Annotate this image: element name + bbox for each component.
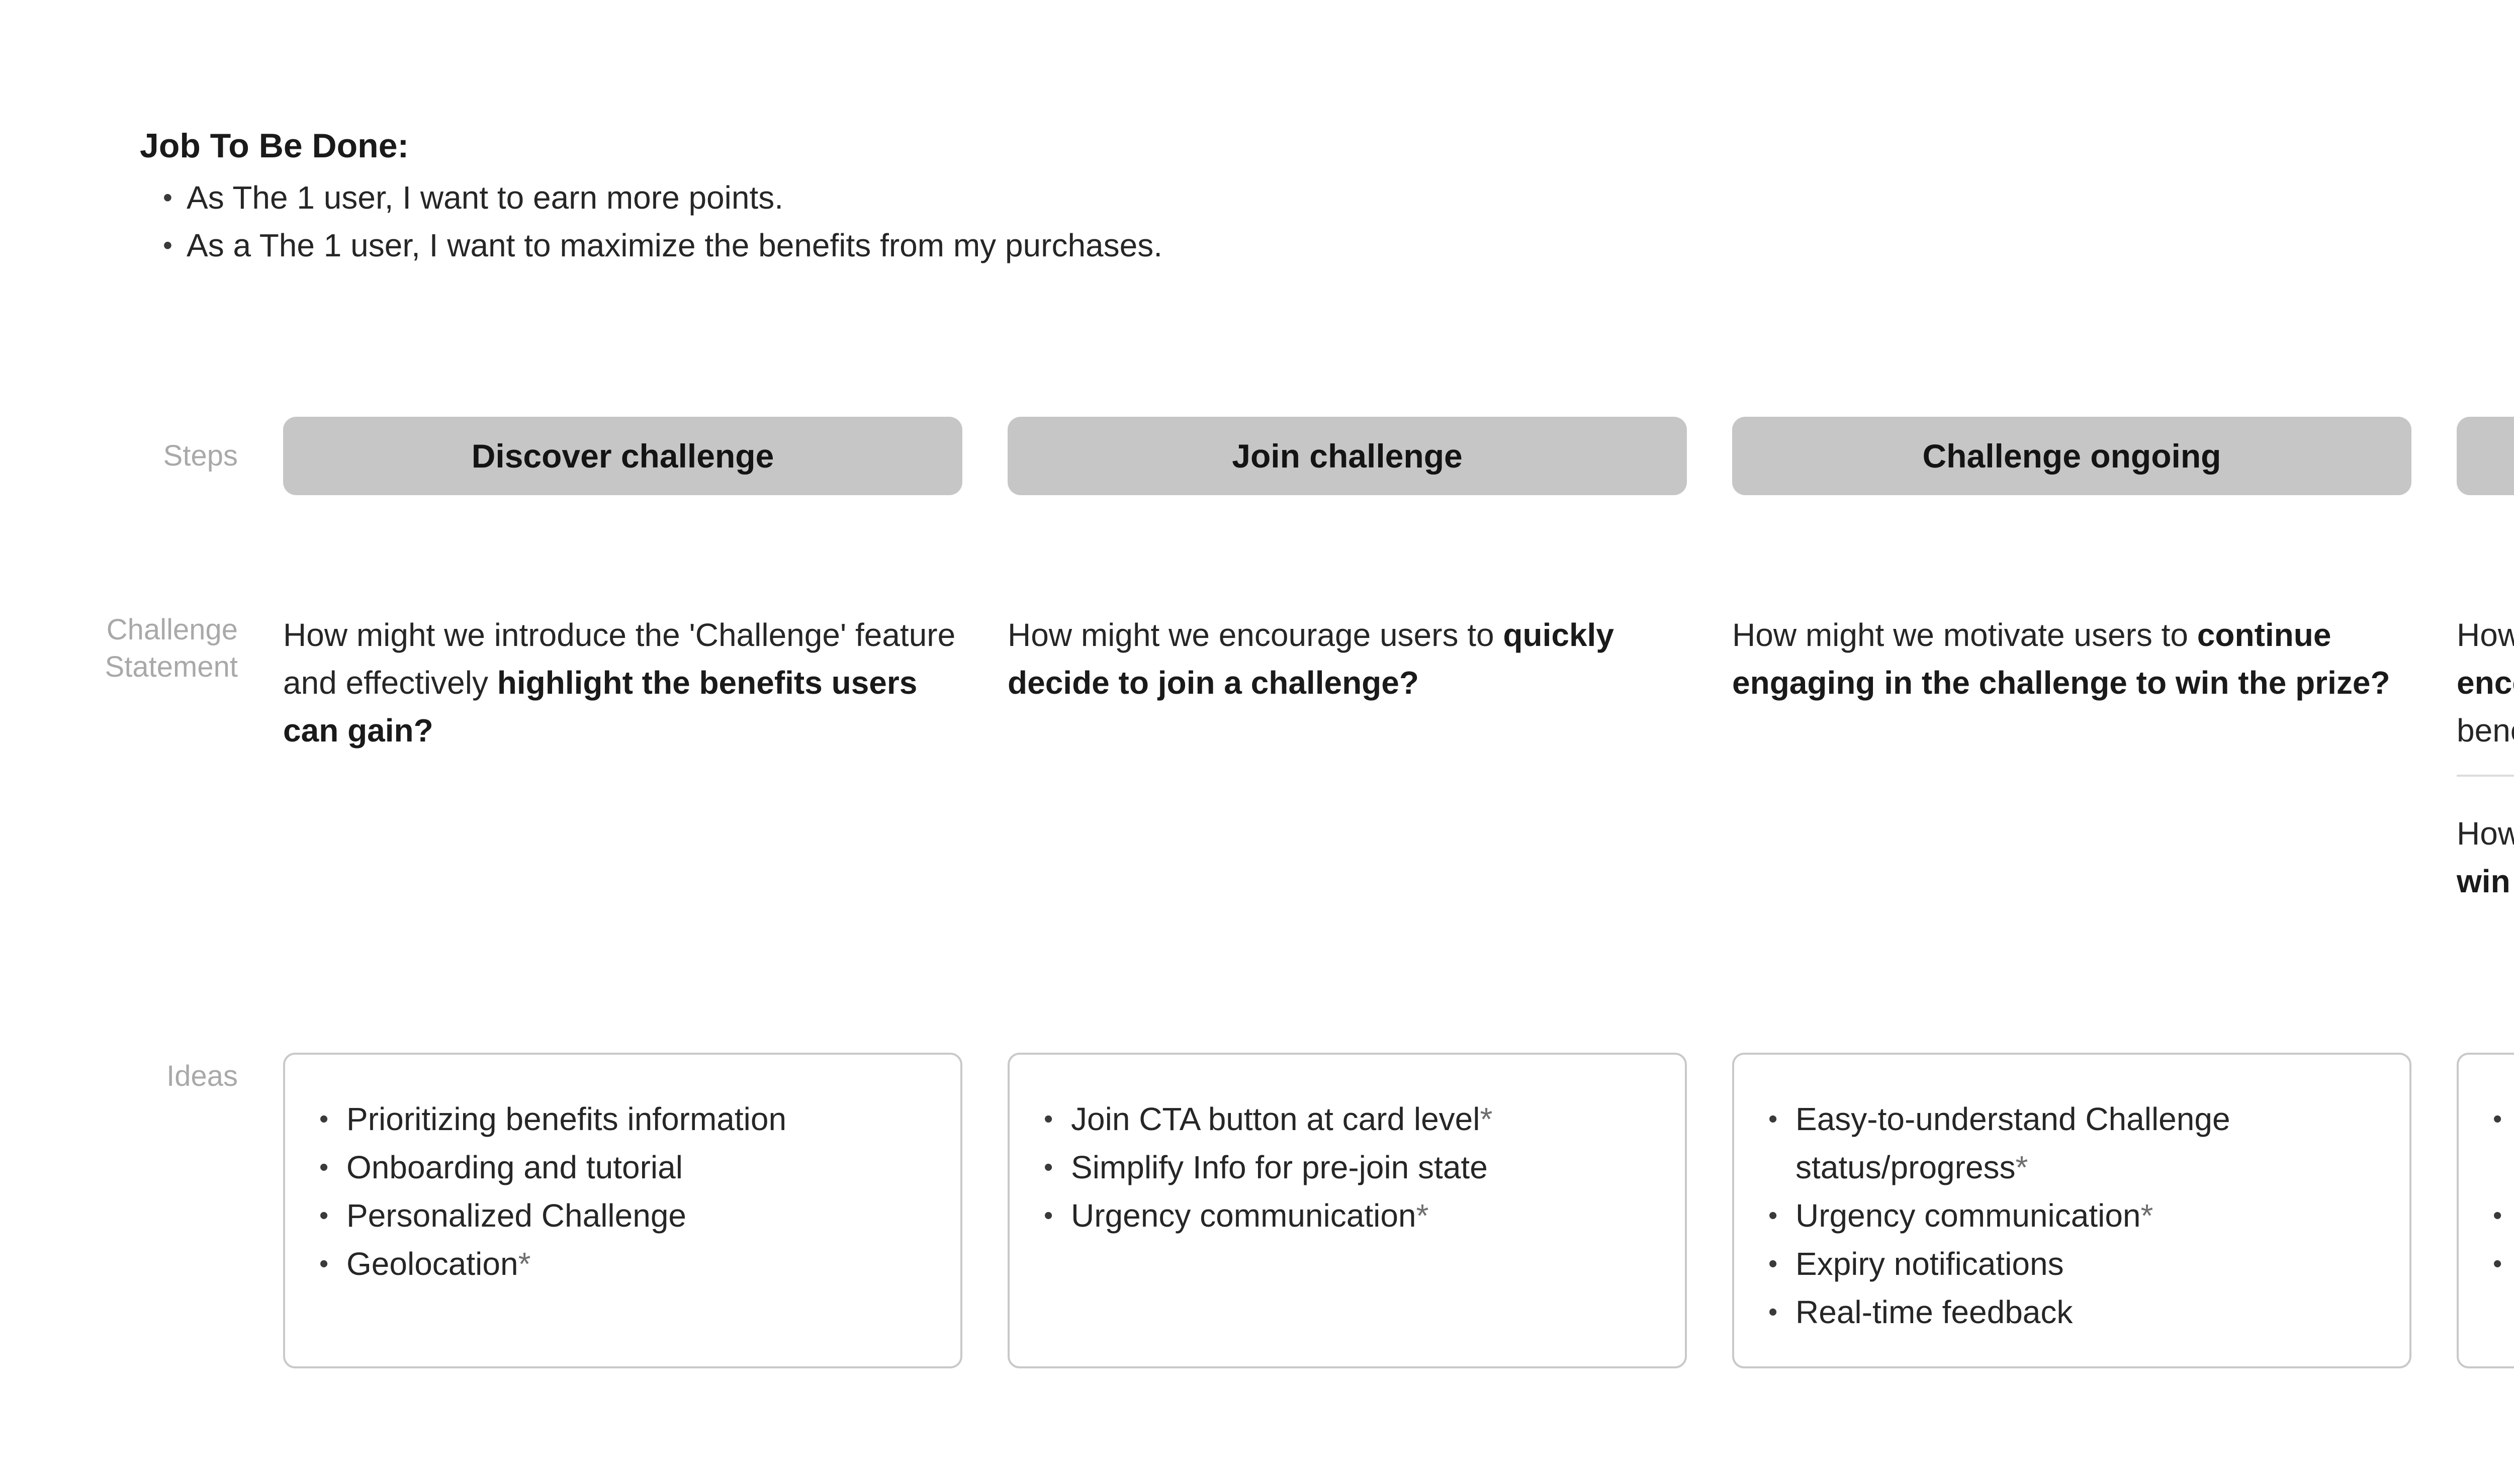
job-to-be-done-list: As The 1 user, I want to earn more point… bbox=[140, 174, 1162, 269]
statement-text-segment: continue engaging in the challenge to wi… bbox=[1732, 617, 2390, 701]
challenge-statement: How might we introduce the 'Challenge' f… bbox=[283, 611, 962, 755]
statement-text-segment: How might we motivate users to bbox=[1732, 617, 2197, 653]
idea-item: Personalized Challenge bbox=[317, 1191, 925, 1240]
idea-item: Congratulations message with prize value… bbox=[2491, 1095, 2514, 1191]
challenge-statement: How might we motivate users who did not … bbox=[2457, 810, 2514, 905]
ideas-box: Join CTA button at card level*Simplify I… bbox=[1008, 1053, 1687, 1368]
ideas-box: Congratulations message with prize value… bbox=[2457, 1053, 2514, 1368]
challenge-statement-row-label: Challenge Statement bbox=[0, 611, 238, 686]
statement-text-segment: How might we bbox=[2457, 815, 2514, 852]
idea-item: Urgency communication* bbox=[1042, 1191, 1650, 1240]
challenge-statement-row: Challenge Statement How might we introdu… bbox=[0, 611, 2514, 905]
idea-item: Expiry notifications bbox=[1766, 1240, 2374, 1288]
idea-text: Geolocation bbox=[346, 1246, 518, 1282]
step-box: Discover challenge bbox=[283, 417, 962, 495]
idea-text: Easy-to-understand Challenge status/prog… bbox=[1795, 1101, 2230, 1185]
challenge-statement-cell: How might we motivate users to continue … bbox=[1732, 611, 2411, 707]
job-to-be-done-section: Job To Be Done: As The 1 user, I want to… bbox=[140, 121, 1162, 269]
challenge-statement-cell: How might we encourage users to quickly … bbox=[1008, 611, 1687, 707]
asterisk-marker: * bbox=[1480, 1101, 1493, 1137]
statement-text-segment: quickly decide to join a challenge? bbox=[1008, 617, 1614, 701]
idea-text: Real-time feedback bbox=[1795, 1294, 2073, 1330]
job-to-be-done-title: Job To Be Done: bbox=[140, 127, 409, 165]
idea-text: Join CTA button at card level bbox=[1071, 1101, 1480, 1137]
idea-text: Simplify Info for pre-join state bbox=[1071, 1149, 1488, 1185]
idea-item: Simplify Info for pre-join state bbox=[1042, 1143, 1650, 1191]
idea-item: Onboarding and tutorial bbox=[317, 1143, 925, 1191]
statement-text-segment: to keep participating in future challeng… bbox=[2510, 863, 2514, 899]
ideas-box: Easy-to-understand Challenge status/prog… bbox=[1732, 1053, 2411, 1368]
statement-text-segment: highlight the benefits users can gain? bbox=[283, 665, 918, 749]
step-label: Challenge ongoing bbox=[1922, 437, 2221, 475]
job-to-be-done-item: As a The 1 user, I want to maximize the … bbox=[140, 222, 1162, 269]
idea-item: Join CTA button at card level* bbox=[1042, 1095, 1650, 1143]
challenge-statement-row-label-line1: Challenge bbox=[106, 613, 238, 646]
ideas-box: Prioritizing benefits informationOnboard… bbox=[283, 1053, 962, 1368]
ideas-list: Prioritizing benefits informationOnboard… bbox=[317, 1095, 925, 1288]
statement-text-segment: How might we encourage users to bbox=[1008, 617, 1503, 653]
statement-text-segment: How might we bbox=[2457, 617, 2514, 653]
idea-text: Onboarding and tutorial bbox=[346, 1149, 683, 1185]
challenge-statement-row-label-line2: Statement bbox=[105, 651, 238, 683]
idea-item: Urgency communication* bbox=[1766, 1191, 2374, 1240]
idea-item: Prioritizing benefits information bbox=[317, 1095, 925, 1143]
idea-item: Winnable challenge suggestions bbox=[2491, 1240, 2514, 1288]
challenge-statement-cell: How might we introduce the 'Challenge' f… bbox=[283, 611, 962, 755]
idea-text: Personalized Challenge bbox=[346, 1197, 686, 1234]
idea-item: Avatar development* bbox=[2491, 1191, 2514, 1240]
statement-divider bbox=[2457, 775, 2514, 777]
statement-text-segment: to show the challenge benefits? bbox=[2457, 712, 2514, 749]
challenge-statement: How might we highlight achievements and … bbox=[2457, 611, 2514, 755]
idea-text: Urgency communication bbox=[1795, 1197, 2141, 1234]
asterisk-marker: * bbox=[518, 1246, 531, 1282]
job-to-be-done-item: As The 1 user, I want to earn more point… bbox=[140, 174, 1162, 222]
ideas-list: Congratulations message with prize value… bbox=[2491, 1095, 2514, 1288]
ideas-list: Easy-to-understand Challenge status/prog… bbox=[1766, 1095, 2374, 1336]
asterisk-marker: * bbox=[2140, 1197, 2153, 1234]
idea-text: Prioritizing benefits information bbox=[346, 1101, 787, 1137]
challenge-statement: How might we encourage users to quickly … bbox=[1008, 611, 1687, 707]
ideas-row-label: Ideas bbox=[166, 1060, 238, 1092]
idea-text: Urgency communication bbox=[1071, 1197, 1416, 1234]
idea-text: Expiry notifications bbox=[1795, 1246, 2064, 1282]
steps-row-label: Steps bbox=[163, 439, 238, 472]
step-label: Discover challenge bbox=[471, 437, 774, 475]
challenge-statement-cell: How might we highlight achievements and … bbox=[2457, 611, 2514, 905]
statement-text-segment: highlight achievements and encourage pri… bbox=[2457, 665, 2514, 701]
step-box: Join challenge bbox=[1008, 417, 1687, 495]
idea-item: Easy-to-understand Challenge status/prog… bbox=[1766, 1095, 2374, 1191]
statement-text-segment: How might we introduce the 'Challenge' f… bbox=[283, 617, 956, 701]
step-label: Join challenge bbox=[1232, 437, 1463, 475]
idea-item: Geolocation* bbox=[317, 1240, 925, 1288]
idea-item: Real-time feedback bbox=[1766, 1288, 2374, 1336]
ideas-list: Join CTA button at card level*Simplify I… bbox=[1042, 1095, 1650, 1240]
asterisk-marker: * bbox=[1416, 1197, 1429, 1234]
step-box: Challenge results bbox=[2457, 417, 2514, 495]
challenge-statement: How might we motivate users to continue … bbox=[1732, 611, 2411, 707]
asterisk-marker: * bbox=[2015, 1149, 2028, 1185]
steps-row: Steps Discover challenge Join challenge Ch… bbox=[0, 417, 2514, 495]
ideas-row: Ideas Prioritizing benefits informationO… bbox=[0, 1053, 2514, 1368]
step-box: Challenge ongoing bbox=[1732, 417, 2411, 495]
statement-text-segment: motivate users who did not win bbox=[2457, 863, 2510, 899]
